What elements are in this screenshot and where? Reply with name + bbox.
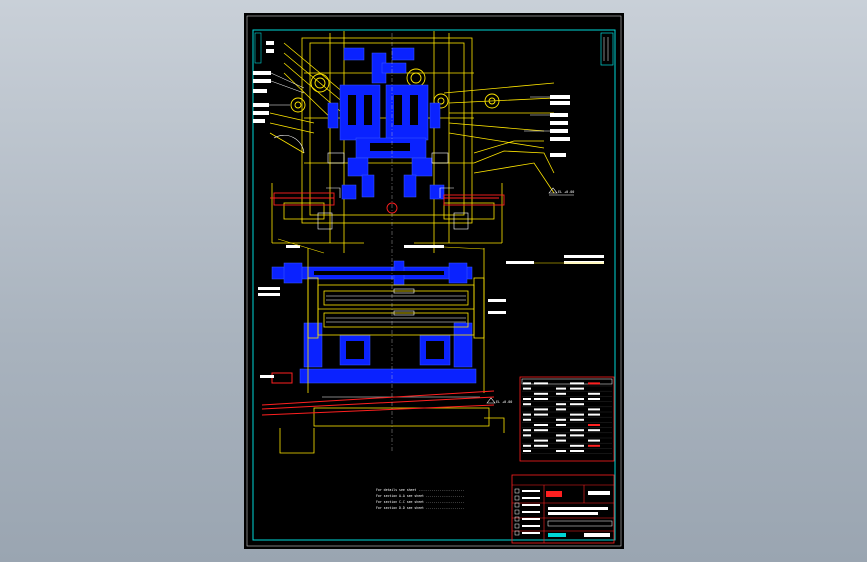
parts-list-cell: [556, 408, 566, 411]
drawing-frame: [252, 29, 616, 541]
parts-list-cell: [570, 444, 584, 447]
parts-list-cell: [523, 418, 531, 421]
parts-list-cell: [534, 382, 548, 385]
parts-list-cell: [570, 382, 584, 385]
parts-list-cell: [523, 434, 531, 437]
upper-elevation-view: [253, 31, 574, 253]
parts-list-cell: [534, 398, 548, 400]
parts-list-cell: [556, 392, 566, 395]
parts-list-cell: [588, 382, 600, 385]
drawing-number-box: [600, 32, 614, 66]
parts-list-cell: [523, 382, 531, 385]
note-4: For section D-D see sheet ..............…: [376, 506, 464, 510]
revision-checkbox: [514, 488, 520, 494]
parts-list-cell: [588, 398, 600, 400]
level-top: EL +0.00: [558, 190, 574, 194]
sheet-border: [246, 15, 622, 547]
level-bottom: EL +0.00: [496, 400, 512, 404]
revision-checkbox: [514, 495, 520, 501]
revision-label: [522, 504, 540, 506]
parts-list-cell: [570, 398, 584, 400]
parts-list-cell: [570, 413, 584, 416]
note-1: For details see sheet ..................…: [376, 488, 464, 492]
parts-list-cell: [534, 429, 548, 432]
parts-list-cell: [570, 450, 584, 452]
parts-list-cell: [534, 392, 548, 395]
parts-list-cell: [523, 398, 531, 400]
parts-list-cell: [570, 429, 584, 432]
general-notes: For details see sheet ..................…: [376, 488, 464, 510]
revision-label: [522, 497, 540, 499]
revision-checkbox: [514, 509, 520, 515]
parts-list-cell: [523, 444, 531, 447]
revision-label: [522, 518, 540, 520]
parts-list-cell: [588, 429, 600, 432]
revision-marks: [254, 32, 262, 64]
drawing-sheet: EL +0.00 EL +0.00: [244, 13, 624, 549]
revision-label: [522, 490, 540, 492]
parts-list-table: [519, 376, 615, 462]
cad-drawing: EL +0.00 EL +0.00: [246, 15, 622, 547]
parts-list-cell: [556, 403, 566, 406]
parts-list-cell: [523, 387, 531, 390]
parts-list-cell: [588, 444, 600, 447]
parts-list-cell: [534, 424, 548, 426]
parts-list-cell: [534, 444, 548, 447]
revision-label: [522, 525, 540, 527]
parts-list-cell: [534, 413, 548, 416]
title-block: [511, 474, 615, 544]
parts-list-cell: [588, 413, 600, 416]
parts-list-cell: [588, 408, 600, 411]
note-2: For section A-A see sheet ..............…: [376, 494, 464, 498]
parts-list-cell: [556, 450, 566, 452]
parts-list-cell: [534, 408, 548, 411]
revision-checkbox: [514, 502, 520, 508]
parts-list-cell: [523, 413, 531, 416]
parts-list-cell: [588, 392, 600, 395]
parts-list-cell: [556, 439, 566, 442]
parts-list-cell: [570, 387, 584, 390]
parts-list-cell: [588, 439, 600, 442]
revision-label: [522, 532, 540, 534]
level-markers: EL +0.00 EL +0.00: [486, 187, 574, 404]
parts-list-cell: [556, 387, 566, 390]
parts-list-cell: [523, 450, 531, 452]
parts-list-cell: [570, 418, 584, 421]
parts-list-cell: [556, 424, 566, 426]
parts-list-cell: [588, 424, 600, 426]
parts-list-cell: [570, 434, 584, 437]
parts-list-cell: [523, 429, 531, 432]
revision-checkbox: [514, 523, 520, 529]
revision-label: [522, 511, 540, 513]
parts-list-cell: [523, 403, 531, 406]
note-3: For section C-C see sheet ..............…: [376, 500, 464, 504]
lower-section-view: [258, 238, 604, 454]
revision-checkbox: [514, 516, 520, 522]
revision-checkbox: [514, 530, 520, 536]
parts-list-cell: [556, 434, 566, 437]
parts-list-cell: [556, 418, 566, 421]
parts-list-cell: [534, 439, 548, 442]
parts-list-cell: [570, 403, 584, 406]
